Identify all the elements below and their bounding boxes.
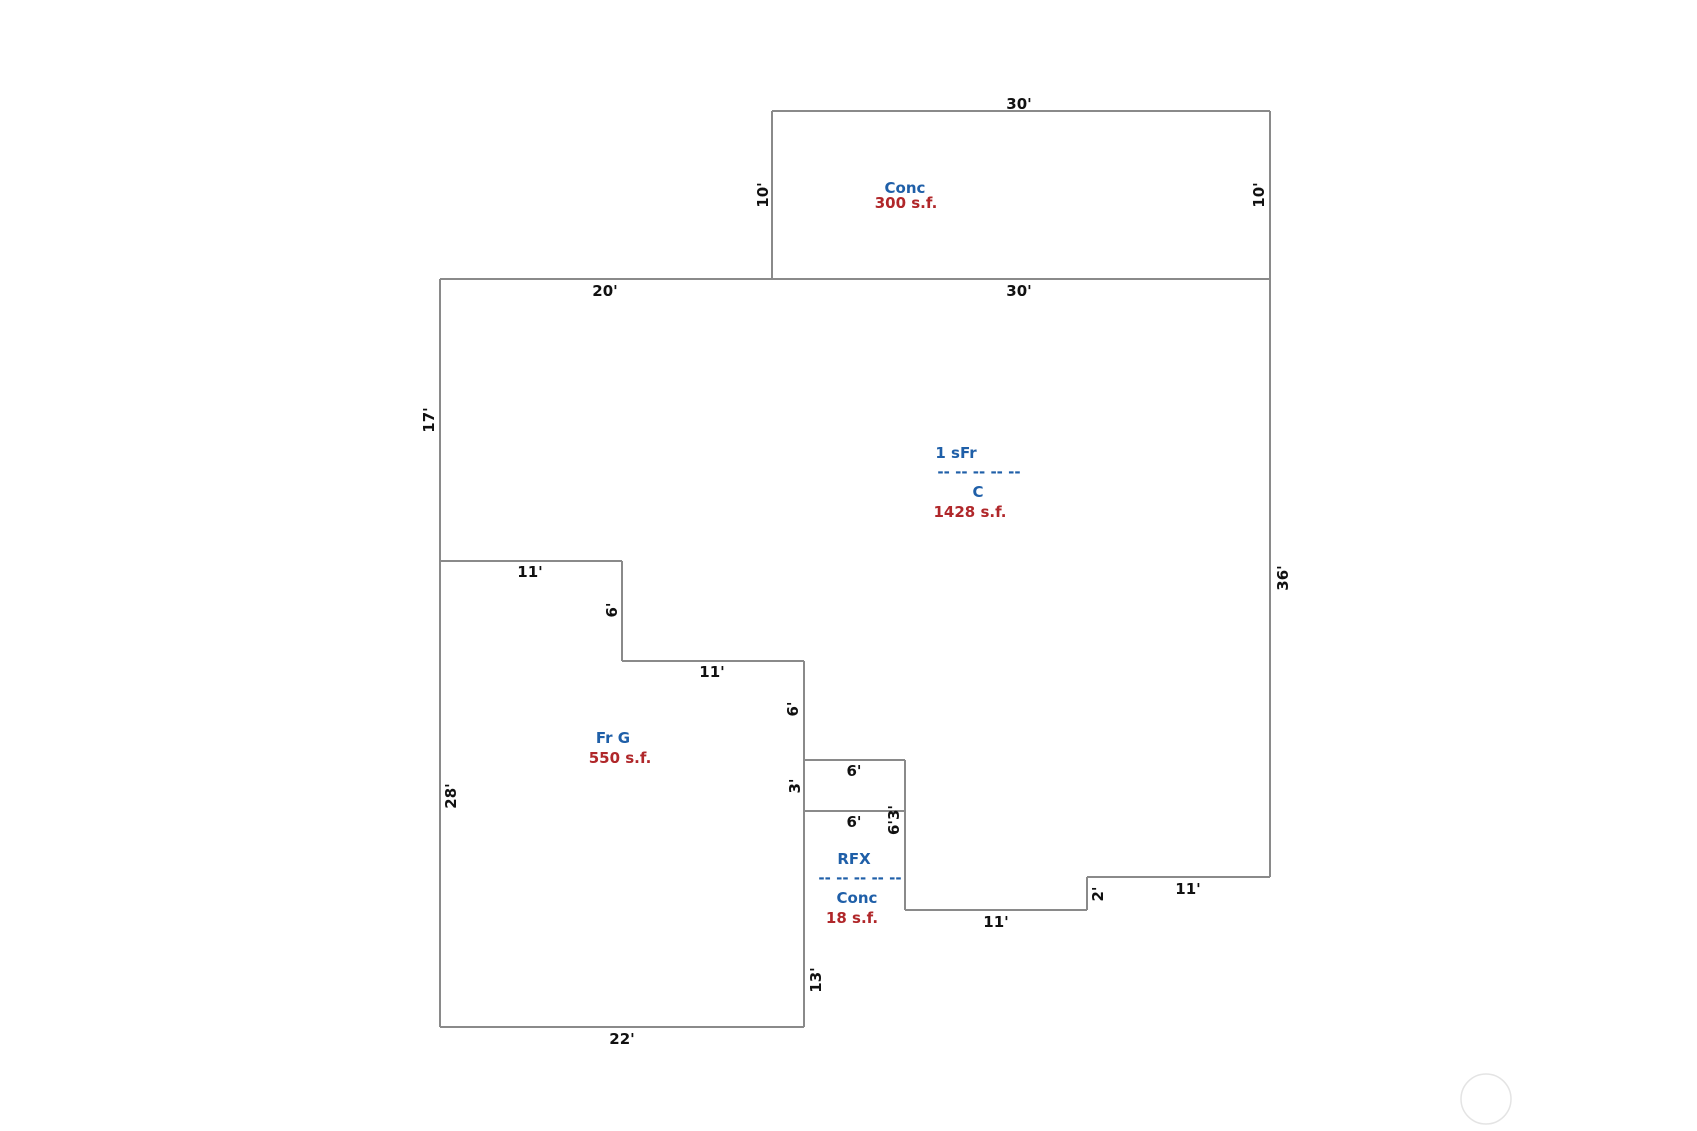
dim-conc-left-height: 10' [754, 182, 772, 207]
area-main-size: 1428 s.f. [933, 503, 1006, 521]
area-main-separator: -- -- -- -- -- [937, 463, 1020, 481]
area-conc-top-name: Conc [885, 179, 926, 197]
dim-main-top-left: 20' [592, 282, 617, 300]
dim-bottom-mid: 11' [983, 913, 1008, 931]
dim-rfx-right: 6'3' [885, 805, 903, 835]
dim-conc-right-height: 10' [1250, 182, 1268, 207]
area-garage-name: Fr G [596, 729, 630, 747]
dimension-labels: 30' 10' 10' 20' 30' 17' 36' 11' 6' 11' 6… [420, 95, 1292, 1048]
dim-garage-right-upper: 6' [784, 701, 802, 716]
area-labels: Conc 300 s.f. 1 sFr -- -- -- -- -- C 142… [589, 179, 1021, 927]
walls [439, 110, 1271, 1028]
dim-conc-top-width: 30' [1006, 95, 1031, 113]
dim-bottom-right: 11' [1175, 880, 1200, 898]
dim-rfx-bottom: 6' [846, 813, 861, 831]
area-rfx-size: 18 s.f. [826, 909, 878, 927]
dim-rfx-left: 3' [786, 778, 804, 793]
area-main-name: 1 sFr [935, 444, 977, 462]
dim-garage-step-height: 6' [603, 602, 621, 617]
dim-garage-left-height: 28' [442, 783, 460, 808]
dim-garage-step-width: 11' [699, 663, 724, 681]
dim-garage-bottom: 22' [609, 1030, 634, 1048]
area-rfx-name: RFX [837, 850, 871, 868]
watermark-logo-icon [1460, 1073, 1512, 1125]
dim-garage-top: 11' [517, 563, 542, 581]
dim-bottom-step: 2' [1089, 886, 1107, 901]
area-garage-size: 550 s.f. [589, 749, 652, 767]
area-rfx-type: Conc [837, 889, 878, 907]
dim-main-left-height: 17' [420, 407, 438, 432]
area-main-type: C [972, 483, 983, 501]
dim-garage-right-lower: 13' [807, 967, 825, 992]
dim-rfx-top: 6' [846, 762, 861, 780]
dim-main-right-height: 36' [1274, 565, 1292, 590]
area-rfx-separator: -- -- -- -- -- [818, 869, 901, 887]
dim-main-top-right: 30' [1006, 282, 1031, 300]
area-conc-top-size: 300 s.f. [875, 194, 938, 212]
